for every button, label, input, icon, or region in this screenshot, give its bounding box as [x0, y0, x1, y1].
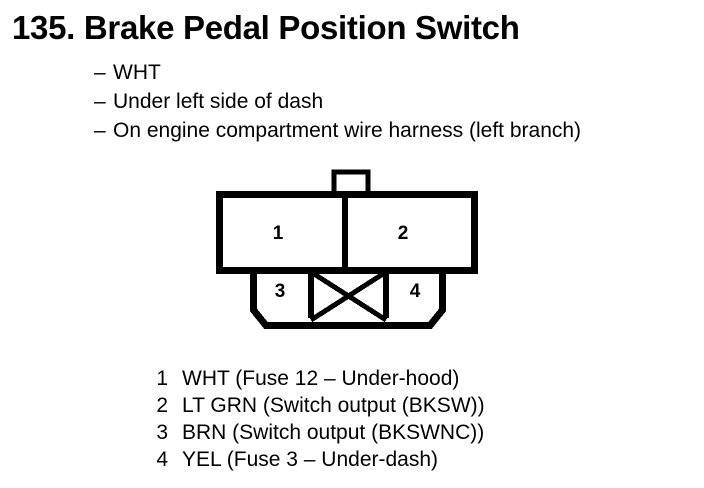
- legend-pin-description: BRN (Switch output (BKSWNC)): [182, 421, 485, 444]
- dash-bullet-icon: –: [94, 90, 106, 113]
- description-list: – WHT – Under left side of dash – On eng…: [94, 58, 694, 145]
- list-item-label: WHT: [113, 61, 161, 84]
- legend-pin-description: YEL (Fuse 3 – Under-dash): [182, 448, 439, 471]
- legend-pin-number: 1: [156, 367, 168, 390]
- connector-diagram: 1 2 3 4: [216, 168, 478, 340]
- list-item-label: Under left side of dash: [113, 90, 324, 113]
- pin-blocked-x-icon: [309, 269, 388, 323]
- page-title: 135. Brake Pedal Position Switch: [12, 9, 520, 46]
- legend-pin-number: 2: [156, 394, 168, 417]
- dash-bullet-icon: –: [94, 61, 106, 84]
- legend-pin-description: WHT (Fuse 12 – Under-hood): [182, 367, 460, 390]
- pin-legend: 1 WHT (Fuse 12 – Under-hood) 2 LT GRN (S…: [140, 365, 660, 473]
- list-item: – On engine compartment wire harness (le…: [94, 116, 694, 145]
- connector-locking-tab: [331, 169, 371, 197]
- legend-row: 3 BRN (Switch output (BKSWNC)): [140, 419, 660, 446]
- pin-label-4: 4: [410, 281, 421, 302]
- legend-row: 1 WHT (Fuse 12 – Under-hood): [140, 365, 660, 392]
- legend-row: 4 YEL (Fuse 3 – Under-dash): [140, 446, 660, 473]
- connector-upper-body: [216, 191, 478, 274]
- legend-pin-description: LT GRN (Switch output (BKSW)): [182, 394, 485, 417]
- legend-row: 2 LT GRN (Switch output (BKSW)): [140, 392, 660, 419]
- pin-label-3: 3: [275, 281, 286, 302]
- list-item: – Under left side of dash: [94, 87, 694, 116]
- pin-label-2: 2: [398, 223, 409, 244]
- list-item: – WHT: [94, 58, 694, 87]
- dash-bullet-icon: –: [94, 119, 106, 142]
- list-item-label: On engine compartment wire harness (left…: [113, 119, 582, 142]
- legend-pin-number: 4: [156, 448, 168, 471]
- pin-label-1: 1: [273, 223, 284, 244]
- legend-pin-number: 3: [156, 421, 168, 444]
